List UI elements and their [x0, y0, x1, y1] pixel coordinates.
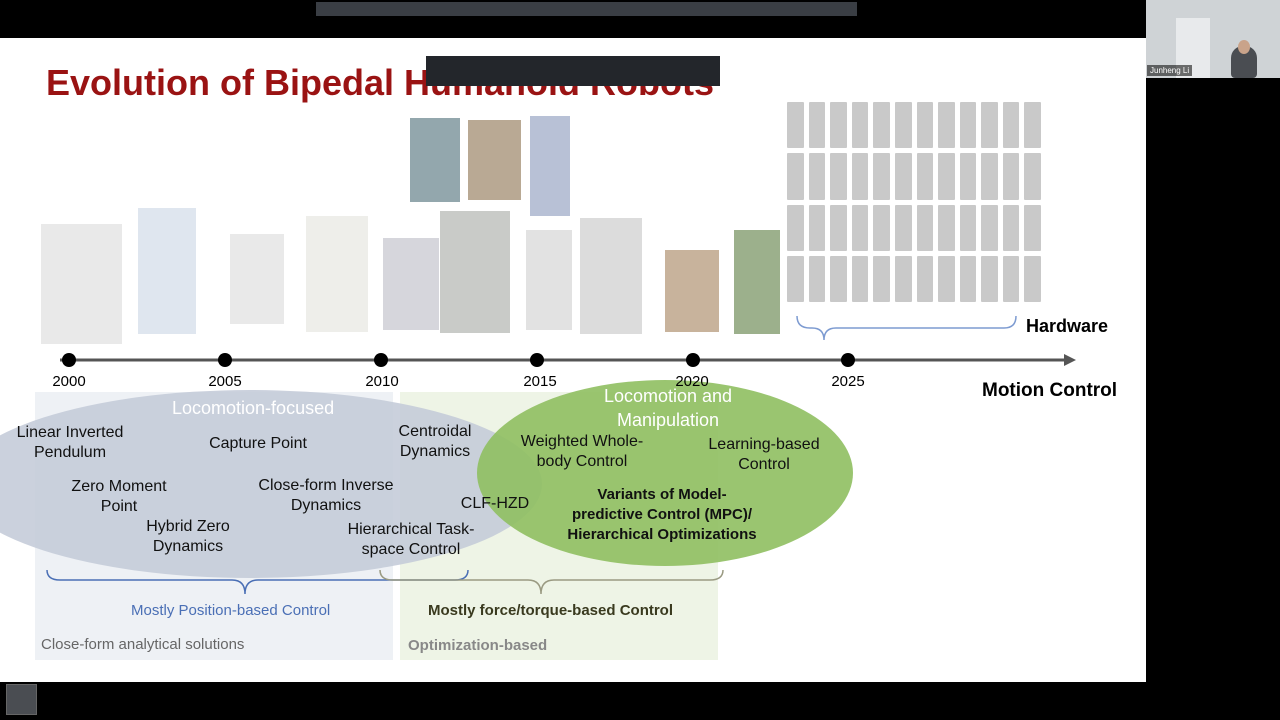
method-hier-line1: Hierarchical Task-: [347, 521, 475, 538]
method-centroidal-line1: Centroidal: [398, 423, 472, 440]
year-2000: 2000: [52, 373, 86, 390]
method-centroidal-dynamics: Centroidal Dynamics: [388, 422, 482, 462]
method-learning-line2: Control: [738, 456, 790, 473]
robot-image-darwin: [383, 238, 439, 330]
robot-image-asimo: [41, 224, 122, 344]
method-mpc-line1: Variants of Model-: [597, 486, 727, 503]
label-optimization-based: Optimization-based: [408, 637, 548, 654]
method-weighted-whole-body: Weighted Whole- body Control: [512, 432, 652, 472]
robot-image-atlas: [440, 211, 510, 333]
robot-image-atlas-new: [580, 218, 642, 334]
method-zmp-line2: Point: [100, 498, 138, 515]
timeline-dot-2000: [62, 353, 76, 367]
method-hybrid-zero-dynamics: Hybrid Zero Dynamics: [134, 517, 242, 557]
method-hierarchical-task-space: Hierarchical Task- space Control: [338, 520, 484, 560]
label-close-form-solutions: Close-form analytical solutions: [41, 636, 245, 653]
timeline-arrowhead: [1064, 354, 1076, 366]
method-cf-line1: Close-form Inverse: [258, 477, 394, 494]
brace-force-based: [379, 569, 724, 595]
robot-image-hrp: [138, 208, 196, 334]
year-2020: 2020: [675, 373, 709, 390]
label-position-based: Mostly Position-based Control: [131, 602, 331, 619]
robot-image-valkyrie: [410, 118, 460, 202]
redaction-box: [426, 56, 720, 86]
method-lip-line1: Linear Inverted: [16, 424, 124, 441]
method-hzd-line2: Dynamics: [152, 538, 224, 555]
method-mpc-variants: Variants of Model- predictive Control (M…: [548, 485, 776, 545]
robot-image-cassie: [526, 230, 572, 330]
participant-name-tag: Junheng Li: [1147, 65, 1193, 76]
method-zero-moment-point: Zero Moment Point: [60, 477, 178, 517]
ellipse-locomotion-focused: [0, 390, 542, 578]
year-2005: 2005: [208, 373, 242, 390]
method-linear-inverted-pendulum: Linear Inverted Pendulum: [8, 423, 132, 463]
hardware-label: Hardware: [1026, 316, 1109, 336]
timeline-dot-2020: [686, 353, 700, 367]
ellipses-and-braces: [0, 315, 1076, 595]
method-centroidal-line2: Dynamics: [399, 443, 471, 460]
robot-image-soccer: [734, 230, 780, 334]
method-learning-based: Learning-based Control: [698, 435, 830, 475]
timeline-dot-2005: [218, 353, 232, 367]
motion-control-label: Motion Control: [982, 380, 1118, 401]
label-force-based: Mostly force/torque-based Control: [428, 602, 674, 619]
participant-head: [1238, 40, 1250, 54]
year-2025: 2025: [831, 373, 865, 390]
top-screen-share-bar: [316, 2, 857, 16]
method-clf-hzd: CLF-HZD: [460, 495, 530, 512]
robot-image-hubo: [306, 216, 368, 332]
presentation-slide: Evolution of Bipedal Humanoid Robots Har…: [0, 38, 1146, 682]
hardware-brace: [796, 315, 1017, 341]
timeline-dot-2025: [841, 353, 855, 367]
method-mpc-line3: Hierarchical Optimizations: [567, 526, 757, 543]
ellipse-right-title-line1: Locomotion and: [603, 386, 733, 406]
robot-image-small: [665, 250, 719, 332]
ellipse-left-title: Locomotion-focused: [172, 398, 335, 418]
robot-image-tall: [530, 116, 570, 216]
method-hzd-line1: Hybrid Zero: [146, 518, 230, 535]
method-cf-line2: Dynamics: [290, 497, 362, 514]
method-lip-line2: Pendulum: [33, 444, 107, 461]
humanoid-robot-grid: [787, 102, 1041, 302]
method-hier-line2: space Control: [361, 541, 461, 558]
ellipse-right-title-line2: Manipulation: [616, 410, 720, 430]
year-2010: 2010: [365, 373, 399, 390]
method-close-form-inverse-dynamics: Close-form Inverse Dynamics: [248, 476, 404, 516]
method-zmp-line1: Zero Moment: [71, 478, 167, 495]
method-learning-line1: Learning-based: [708, 436, 820, 453]
year-2015: 2015: [523, 373, 557, 390]
timeline-dot-2010: [374, 353, 388, 367]
method-mpc-line2: predictive Control (MPC)/: [571, 506, 752, 523]
method-weighted-line2: body Control: [536, 453, 628, 470]
self-view-thumbnail[interactable]: [6, 684, 37, 715]
timeline-dot-2015: [530, 353, 544, 367]
ellipse-locomotion-manipulation: [477, 380, 853, 566]
method-weighted-line1: Weighted Whole-: [520, 433, 644, 450]
method-capture-point: Capture Point: [209, 435, 307, 452]
ellipse-right-title: Locomotion and Manipulation: [588, 384, 748, 432]
robot-image-legged: [468, 120, 521, 200]
robot-image-nao: [230, 234, 284, 324]
participant-video-tile[interactable]: Junheng Li: [1146, 0, 1280, 78]
